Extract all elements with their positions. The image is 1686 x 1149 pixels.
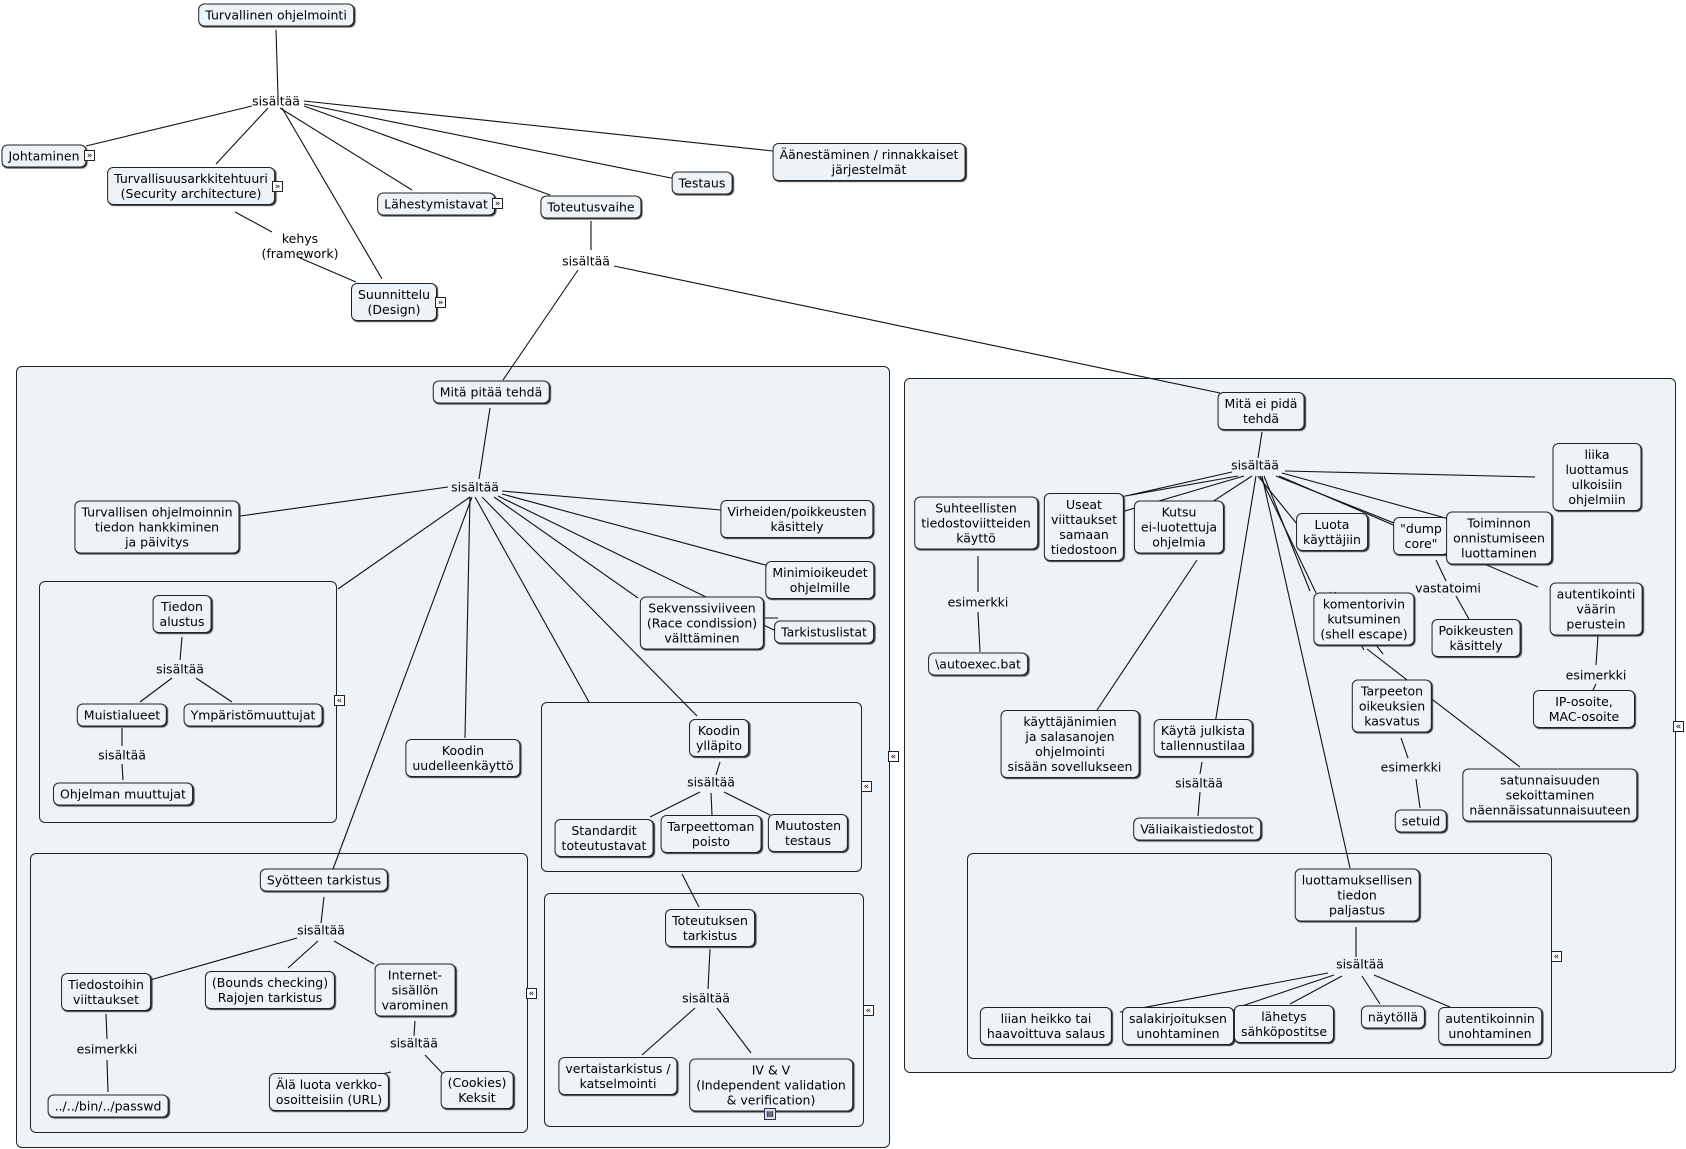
node-poikkeusten-kasittely[interactable]: Poikkeusten käsittely	[1431, 619, 1521, 657]
node-tarpeeton-oikeuksien-kasvatus[interactable]: Tarpeeton oikeuksien kasvatus	[1351, 679, 1433, 733]
node-virheiden-kasittely[interactable]: Virheiden/poikkeusten käsittely	[720, 500, 874, 538]
node-ymparistomuuttujat[interactable]: Ympäristömuuttujat	[183, 703, 323, 727]
node-mita-ei-pida-tehda[interactable]: Mitä ei pidä tehdä	[1217, 392, 1305, 430]
link-label-esimerkki: esimerkki	[1565, 667, 1627, 683]
collapse-icon[interactable]: «	[526, 988, 537, 999]
node-luota-kayttajiin[interactable]: Luota käyttäjiin	[1296, 513, 1368, 551]
node-muistialueet[interactable]: Muistialueet	[76, 703, 168, 727]
node-syotteen-tarkistus[interactable]: Syötteen tarkistus	[259, 868, 389, 892]
node-aanestaminen[interactable]: Äänestäminen / rinnakkaiset järjestelmät	[772, 143, 966, 181]
node-toteutuksen-tarkistus[interactable]: Toteutuksen tarkistus	[665, 909, 755, 947]
node-iv-v[interactable]: IV & V (Independent validation & verific…	[689, 1058, 853, 1112]
node-ohjelman-muuttujat[interactable]: Ohjelman muuttujat	[53, 782, 193, 806]
node-luottamuksellisen-tiedon-paljastus[interactable]: luottamuksellisen tiedon paljastus	[1294, 868, 1420, 922]
node-kutsu-ei-luotettuja-ohjelmia[interactable]: Kutsu ei-luotettuja ohjelmia	[1133, 500, 1225, 554]
collapse-icon[interactable]: «	[1673, 721, 1684, 732]
node-kayta-julkista-tallennustilaa[interactable]: Käytä julkista tallennustilaa	[1153, 719, 1253, 757]
node-lahestymistavat[interactable]: Lähestymistavat	[377, 192, 495, 216]
note-icon[interactable]: ▤	[764, 1108, 776, 1120]
link-label-esimerkki: esimerkki	[76, 1041, 138, 1057]
node-bounds-checking[interactable]: (Bounds checking) Rajojen tarkistus	[204, 971, 336, 1009]
link-label-sisaltaa: sisältää	[687, 774, 735, 790]
node-suhteellisten-tiedostoviitteiden-kaytto[interactable]: Suhteellisten tiedostoviitteiden käyttö	[914, 496, 1038, 550]
link-label-sisaltaa: sisältää	[451, 479, 499, 495]
collapse-icon[interactable]: «	[861, 781, 872, 792]
collapse-icon[interactable]: «	[334, 695, 345, 706]
node-tarkistuslistat[interactable]: Tarkistuslistat	[774, 620, 874, 644]
link-label-sisaltaa: sisältää	[1231, 457, 1279, 473]
node-minimioikeudet[interactable]: Minimioikeudet ohjelmille	[765, 561, 875, 599]
link-label-sisaltaa: sisältää	[390, 1035, 438, 1051]
node-sekvenssiviiveen-valttaminen[interactable]: Sekvenssiviiveen (Race condission) vältt…	[639, 596, 765, 650]
link-label-sisaltaa: sisältää	[562, 253, 610, 269]
collapse-icon[interactable]: «	[863, 1005, 874, 1016]
node-salakirjoituksen-unohtaminen[interactable]: salakirjoituksen unohtaminen	[1122, 1007, 1234, 1045]
node-suunnittelu[interactable]: Suunnittelu (Design)	[351, 283, 437, 321]
node-ala-luota-verkko-osoitteisiin[interactable]: Älä luota verkko- osoitteisiin (URL)	[268, 1073, 390, 1111]
expand-icon[interactable]: »	[492, 198, 503, 209]
collapse-icon[interactable]: «	[1551, 951, 1562, 962]
expand-icon[interactable]: »	[435, 297, 446, 308]
node-johtaminen[interactable]: Johtaminen	[1, 144, 87, 168]
link-label-sisaltaa: sisältää	[252, 93, 300, 109]
node-passwd[interactable]: ../../bin/../passwd	[47, 1094, 169, 1118]
expand-icon[interactable]: »	[272, 181, 283, 192]
link-label-esimerkki: esimerkki	[947, 594, 1009, 610]
node-muutosten-testaus[interactable]: Muutosten testaus	[767, 814, 849, 852]
expand-icon[interactable]: »	[84, 150, 95, 161]
node-lahetys-sahkopostitse[interactable]: lähetys sähköpostitse	[1233, 1005, 1335, 1043]
node-komentorivin-kutsuminen[interactable]: komentorivin kutsuminen (shell escape)	[1313, 592, 1415, 646]
node-turvallisen-ohjelmoinnin-tiedon-hankkiminen[interactable]: Turvallisen ohjelmoinnin tiedon hankkimi…	[74, 500, 240, 554]
node-turvallinen-ohjelmointi[interactable]: Turvallinen ohjelmointi	[198, 3, 354, 27]
link-label-vastatoimi: vastatoimi	[1415, 580, 1481, 596]
link-label-sisaltaa: sisältää	[98, 747, 146, 763]
node-mita-pitaa-tehda[interactable]: Mitä pitää tehdä	[432, 380, 550, 404]
node-tiedon-alustus[interactable]: Tiedon alustus	[152, 595, 212, 633]
link-label-esimerkki: esimerkki	[1380, 759, 1442, 775]
node-koodin-yllapito[interactable]: Koodin ylläpito	[689, 719, 749, 757]
node-dump-core[interactable]: "dump core"	[1393, 517, 1449, 555]
node-valiaikaistiedostot[interactable]: Väliaikaistiedostot	[1133, 817, 1261, 841]
node-toiminnon-onnistumiseen-luottaminen[interactable]: Toiminnon onnistumiseen luottaminen	[1446, 511, 1552, 565]
node-toteutusvaihe[interactable]: Toteutusvaihe	[540, 195, 642, 219]
node-setuid[interactable]: setuid	[1394, 809, 1448, 833]
link-label-sisaltaa: sisältää	[1175, 775, 1223, 791]
node-useat-viittaukset[interactable]: Useat viittaukset samaan tiedostoon	[1043, 493, 1125, 561]
node-autentikointi-vaarin-perustein[interactable]: autentikointi väärin perustein	[1549, 582, 1643, 636]
node-turvallisuusarkkitehtuuri[interactable]: Turvallisuusarkkitehtuuri (Security arch…	[107, 167, 275, 205]
collapse-icon[interactable]: «	[888, 751, 899, 762]
node-standardit-toteutustavat[interactable]: Standardit toteutustavat	[554, 819, 654, 857]
link-label-kehys: kehys (framework)	[261, 231, 339, 261]
node-satunnaisuuden-sekoittaminen[interactable]: satunnaisuuden sekoittaminen näennäissat…	[1462, 768, 1638, 822]
node-ip-mac-osoite[interactable]: IP-osoite, MAC-osoite	[1533, 690, 1635, 728]
node-internet-sisallon-varominen[interactable]: Internet- sisällön varominen	[374, 963, 456, 1017]
link-label-sisaltaa: sisältää	[156, 661, 204, 677]
node-vertaistarkistus[interactable]: vertaistarkistus / katselmointi	[558, 1057, 678, 1095]
node-tiedostoihin-viittaukset[interactable]: Tiedostoihin viittaukset	[61, 973, 151, 1011]
node-cookies[interactable]: (Cookies) Keksit	[440, 1071, 514, 1109]
node-testaus[interactable]: Testaus	[671, 171, 733, 195]
link-label-sisaltaa: sisältää	[682, 990, 730, 1006]
node-liika-luottamus[interactable]: liika luottamus ulkoisiin ohjelmiin	[1552, 443, 1642, 511]
node-autoexec-bat[interactable]: \autoexec.bat	[928, 652, 1028, 676]
node-tarpeettoman-poisto[interactable]: Tarpeettoman poisto	[660, 815, 762, 853]
node-liian-heikko-salaus[interactable]: liian heikko tai haavoittuva salaus	[979, 1007, 1113, 1045]
link-label-sisaltaa: sisältää	[297, 922, 345, 938]
node-autentikoinnin-unohtaminen[interactable]: autentikoinnin unohtaminen	[1438, 1007, 1542, 1045]
node-koodin-uudelleenkaytto[interactable]: Koodin uudelleenkäyttö	[405, 739, 521, 777]
node-kayttajanimien-ohjelmointi[interactable]: käyttäjänimien ja salasanojen ohjelmoint…	[1000, 710, 1140, 778]
node-naytolla[interactable]: näytöllä	[1360, 1005, 1426, 1029]
link-label-sisaltaa: sisältää	[1336, 956, 1384, 972]
